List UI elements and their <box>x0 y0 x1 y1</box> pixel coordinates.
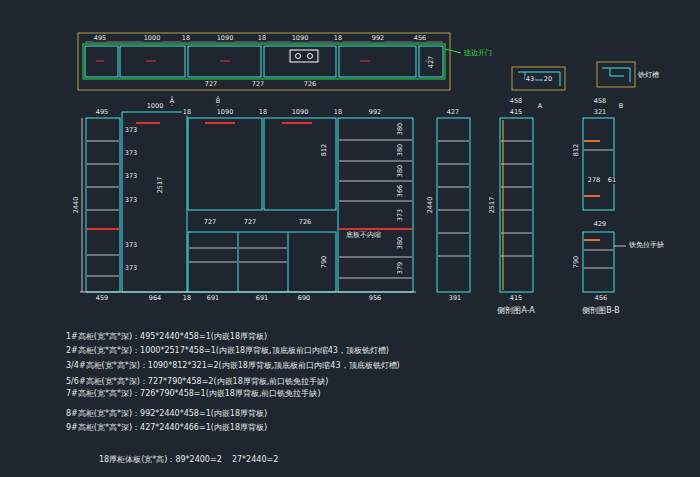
cabinet-note: 5/6#高柜(宽*高*深)：727*790*458=2(内嵌18厚背板,前口铣免… <box>65 378 329 386</box>
dimension: 415 <box>509 109 523 116</box>
dimension: 727 <box>243 219 257 226</box>
dimension: 691 <box>255 295 269 302</box>
dimension: 459 <box>95 295 109 302</box>
dimension: 18 <box>258 109 268 116</box>
dimension: 391 <box>448 295 462 302</box>
dimension: 18 <box>257 35 267 42</box>
dimension: 321 <box>593 109 607 116</box>
cabinet-note: 2#高柜(宽*高*深)：1000*2517*458=1(内嵌18厚背板,顶底板前… <box>65 347 390 355</box>
dimension: 373 <box>124 265 138 272</box>
dimension: 790 <box>321 255 328 269</box>
dimension: 992 <box>368 109 382 116</box>
callout-text: 铁免拉手缺 <box>628 242 665 249</box>
section-caption: 侧剖图B-B <box>581 307 621 315</box>
dimension: 726 <box>303 81 317 88</box>
dimension: 61 <box>607 177 617 184</box>
cabinet-note: 9#高柜(宽*高*深)：427*2440*466=1(内嵌18厚背板) <box>65 424 268 432</box>
callout-text: 底板不内缩 <box>345 232 382 239</box>
dimension: 373 <box>124 127 138 134</box>
dimension: 18 <box>182 109 192 116</box>
dimension: 1000 <box>146 103 165 110</box>
dimension: 380 <box>397 236 404 250</box>
dimension: 379 <box>397 261 404 275</box>
dimension: 964 <box>148 295 162 302</box>
cabinet-note: 8#高柜(宽*高*深)：992*2440*458=1(内嵌18厚背板) <box>65 410 268 418</box>
dimension: 458 <box>593 98 607 105</box>
dimension: A <box>537 103 543 110</box>
dimension: 458 <box>509 98 523 105</box>
dimension: 812 <box>321 143 328 157</box>
dimension: 429 <box>593 221 607 228</box>
section-caption: 侧剖图A-A <box>496 307 535 315</box>
dimension: 992 <box>371 35 385 42</box>
dimension: 1090 <box>291 109 310 116</box>
callout-text: 这边开门 <box>463 50 493 57</box>
dimension: 1090 <box>216 109 235 116</box>
dimension: 427 <box>446 109 460 116</box>
dimension: 1000 <box>143 35 162 42</box>
cabinet-note: 18厚柜体板(宽*高)：89*2400=2 27*2440=2 <box>98 456 279 464</box>
dimension: 373 <box>397 208 404 222</box>
dimension: 2517 <box>157 176 164 195</box>
dimension: 373 <box>124 242 138 249</box>
cabinet-note: 7#高柜(宽*高*深)：726*790*458=1(内嵌18厚背板,前口铣免拉手… <box>65 390 322 398</box>
dimension: 18 <box>333 35 343 42</box>
dimension: 278 <box>587 177 601 184</box>
dimension: 380 <box>397 122 404 136</box>
dimension: 18 <box>333 109 343 116</box>
dimension: 380 <box>397 164 404 178</box>
dimension: 727 <box>251 81 265 88</box>
dimension: 18 <box>182 295 192 302</box>
dimension: B <box>215 98 221 105</box>
dimension: 1090 <box>291 35 310 42</box>
dimension: 18 <box>181 35 191 42</box>
dimension: 415 <box>509 295 523 302</box>
dimension: 727 <box>203 219 217 226</box>
dimension: 427 <box>428 55 435 69</box>
cabinet-note: 3/4#高柜(宽*高*深)：1090*812*321=2(内嵌18厚背板,顶底板… <box>65 362 401 370</box>
dimension: 495 <box>93 35 107 42</box>
dimension: 366 <box>397 184 404 198</box>
dimension: 691 <box>206 295 220 302</box>
dimension: 373 <box>124 173 138 180</box>
dimension: 812 <box>573 143 580 157</box>
dimension: 727 <box>204 81 218 88</box>
dimension: 380 <box>397 143 404 157</box>
dimension: 2517 <box>489 196 496 215</box>
dimension: 43 <box>525 76 535 83</box>
dimension: B <box>618 103 624 110</box>
dimension: 20 <box>543 76 553 83</box>
dimension: 956 <box>368 295 382 302</box>
cabinet-note: 1#高柜(宽*高*深)：495*2440*458=1(内嵌18厚背板) <box>65 333 268 341</box>
dimension: 373 <box>124 150 138 157</box>
dimension: 690 <box>297 295 311 302</box>
dimension: 456 <box>594 295 608 302</box>
dimension: 456 <box>413 35 427 42</box>
dimension: 2440 <box>427 196 434 215</box>
dimension: 726 <box>298 219 312 226</box>
dimension: 373 <box>124 197 138 204</box>
dimension: A <box>169 98 175 105</box>
dimension: 495 <box>95 109 109 116</box>
callout-text: 铁灯槽 <box>637 72 660 79</box>
dimension: 790 <box>573 255 580 269</box>
dimension: 2440 <box>73 196 80 215</box>
dimension: 1090 <box>216 35 235 42</box>
